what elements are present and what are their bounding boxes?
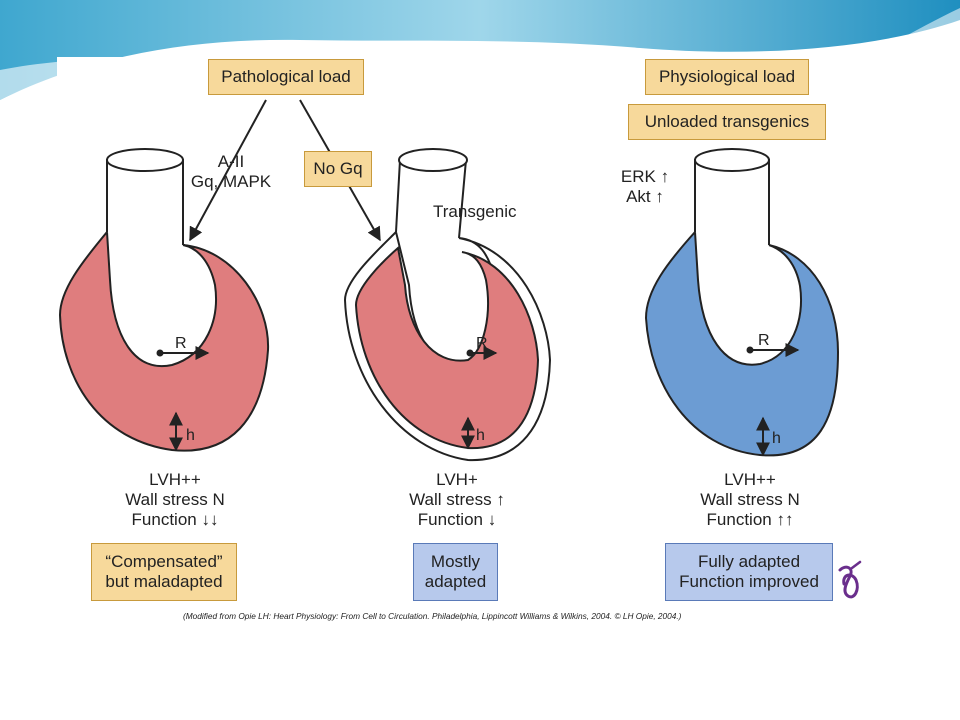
- heart-physiological: [644, 148, 840, 457]
- heart-transgenic: [343, 148, 552, 462]
- wall-stress-label-2: Wall stress ↑: [409, 490, 505, 509]
- heart-pathological: [58, 148, 270, 452]
- thickness-label-3: h: [772, 430, 781, 447]
- thickness-label-2: h: [476, 427, 485, 444]
- heart-outflow-physiological: [694, 159, 770, 245]
- radius-label-2: R: [476, 335, 488, 352]
- pathological-load-box: Pathological load: [208, 59, 364, 95]
- top-wave: [0, 0, 960, 100]
- right-wave: [860, 8, 960, 66]
- heart-wall-physiological: [644, 229, 840, 457]
- function-label-1: Function ↓↓: [131, 510, 219, 529]
- function-label-2: Function ↓: [417, 510, 497, 529]
- function-label-3: Function ↑↑: [706, 510, 794, 529]
- heart-opening-pathological: [106, 148, 184, 172]
- heart-opening-transgenic: [398, 148, 468, 172]
- radius-label-1: R: [175, 335, 187, 352]
- arrow-pathological-left: [189, 99, 267, 242]
- transgenic-label: Transgenic: [433, 202, 517, 221]
- outcome-box-pathological: “Compensated” but maladapted: [91, 543, 237, 601]
- physiological-load-box: Physiological load: [645, 59, 809, 95]
- lvh-label-2: LVH+: [436, 470, 478, 489]
- opie-logo-icon: [838, 560, 862, 599]
- lvh-label-1: LVH++: [149, 470, 201, 489]
- wall-stress-label-1: Wall stress N: [125, 490, 225, 509]
- heart-wall-pathological: [58, 229, 270, 452]
- heart-wall-transgenic: [354, 246, 540, 450]
- thickness-label-1: h: [186, 427, 195, 444]
- lvh-label-3: LVH++: [724, 470, 776, 489]
- unloaded-transgenics-box: Unloaded transgenics: [628, 104, 826, 140]
- outcome-box-transgenic: Mostly adapted: [413, 543, 498, 601]
- heart-opening-physiological: [694, 148, 770, 172]
- figure-caption: (Modified from Opie LH: Heart Physiology…: [183, 611, 682, 621]
- signal-label-right: ERK ↑ Akt ↑: [620, 167, 670, 206]
- outcome-box-physiological: Fully adapted Function improved: [665, 543, 833, 601]
- heart-outflow-pathological: [106, 159, 184, 245]
- radius-label-3: R: [758, 332, 770, 349]
- signal-label-left: A-II Gq, MAPK: [190, 152, 272, 191]
- no-gq-box: No Gq: [304, 151, 372, 187]
- wall-stress-label-3: Wall stress N: [700, 490, 800, 509]
